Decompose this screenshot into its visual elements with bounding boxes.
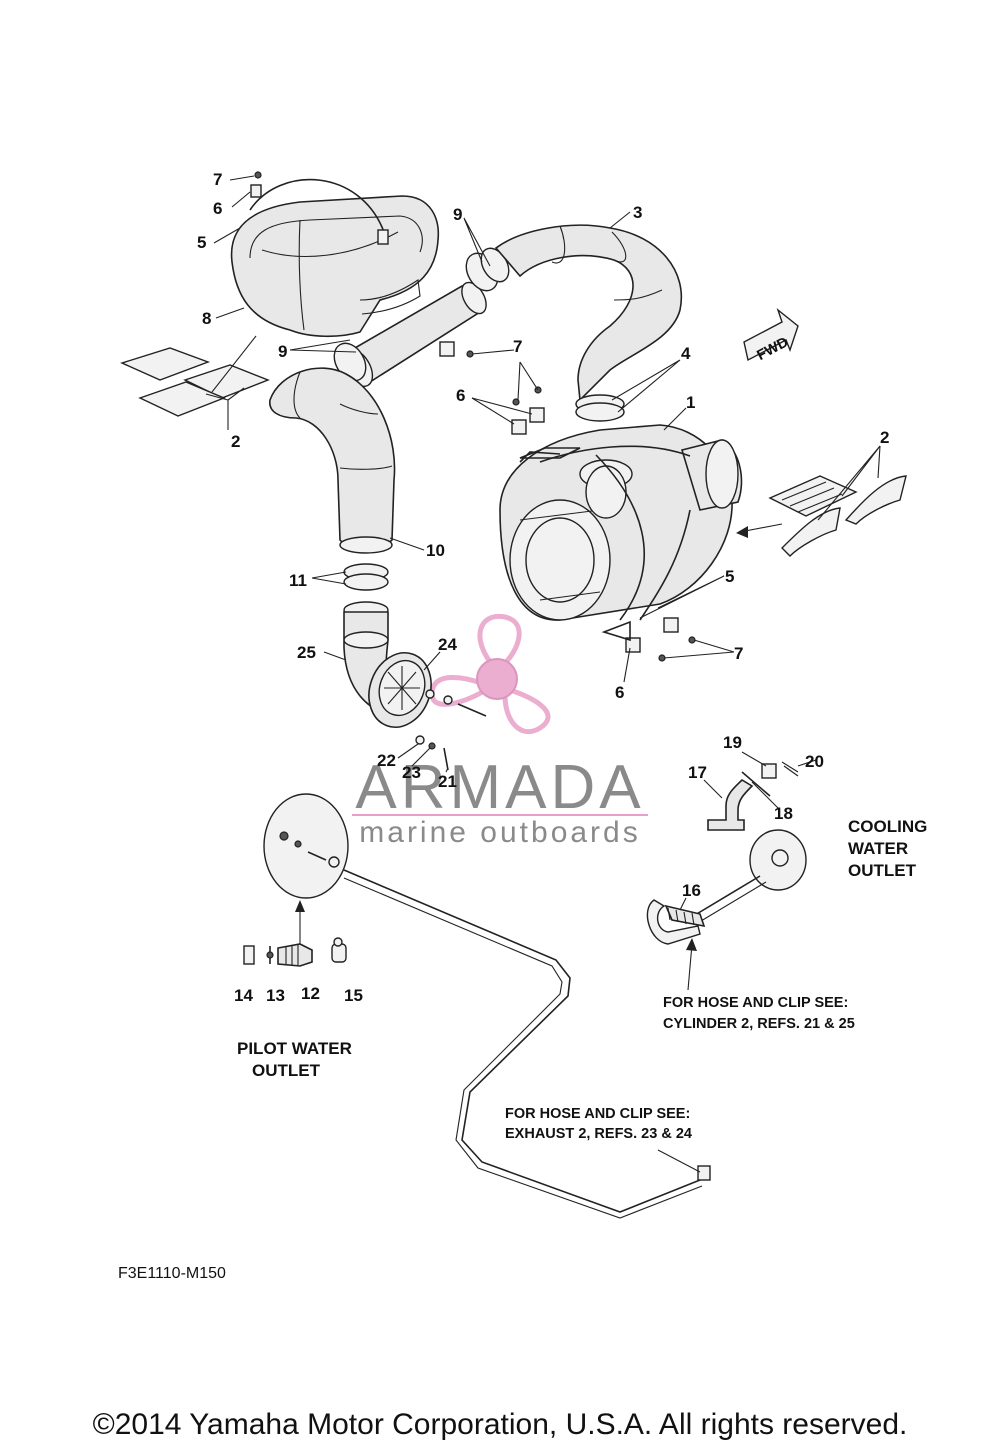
arrow-to-silencer-head (736, 526, 748, 538)
callout-23: 23 (402, 763, 421, 782)
pilot-arrow-head (295, 900, 305, 912)
cooling-label-2: WATER (848, 839, 908, 858)
copyright-footer: ©2014 Yamaha Motor Corporation, U.S.A. A… (92, 1408, 908, 1441)
retaining-cable-top (249, 178, 385, 233)
cooling-arrow (687, 943, 693, 991)
bracket-set-right (601, 617, 696, 662)
callout-15: 15 (344, 986, 363, 1005)
silencer-cover (230, 195, 440, 338)
bent-hose-upper (494, 224, 683, 422)
pilot-label-2: OUTLET (252, 1061, 321, 1080)
callout-13: 13 (266, 986, 285, 1005)
watermark-brand: ARMADA (355, 753, 644, 822)
cooling-label-1: COOLING (848, 817, 927, 836)
callout-12: 12 (301, 984, 320, 1003)
callout-7-top: 7 (213, 170, 222, 189)
callout-1: 1 (686, 393, 695, 412)
pilot-water-hose-inner (343, 877, 703, 1219)
callout-10: 10 (426, 541, 445, 560)
callout-6-mid: 6 (456, 386, 465, 405)
callout-25: 25 (297, 643, 316, 662)
callout-4: 4 (681, 344, 691, 363)
callout-20: 20 (805, 752, 824, 771)
callout-16: 16 (682, 881, 701, 900)
callout-19: 19 (723, 733, 742, 752)
callout-17: 17 (688, 763, 707, 782)
cylinder-note-1: FOR HOSE AND CLIP SEE: (663, 995, 848, 1011)
callout-9-left: 9 (278, 342, 287, 361)
cylinder-note-2: CYLINDER 2, REFS. 21 & 25 (663, 1016, 855, 1032)
screw-top (254, 171, 262, 179)
bracket-top (250, 184, 262, 198)
callout-14: 14 (234, 986, 253, 1005)
pads-right (768, 475, 907, 557)
pilot-water-hose (343, 869, 707, 1213)
callout-6-right: 6 (615, 683, 624, 702)
fwd-arrow: FWD (743, 307, 799, 364)
callout-5-right: 5 (725, 567, 734, 586)
armada-logo (429, 613, 551, 735)
callout-11: 11 (289, 571, 307, 590)
callout-5-top: 5 (197, 233, 206, 252)
drawing-code: F3E1110-M150 (118, 1265, 226, 1282)
callout-21: 21 (438, 772, 457, 791)
silencer-body (499, 424, 743, 621)
exhaust-note-1: FOR HOSE AND CLIP SEE: (505, 1106, 690, 1122)
watermark-tagline: marine outboards (359, 816, 640, 849)
cooling-arrow-head (686, 938, 697, 951)
exhaust-note-2: EXHAUST 2, REFS. 23 & 24 (505, 1126, 692, 1142)
callout-numbers: 7 6 5 8 2 9 9 3 4 1 7 6 2 5 7 6 10 11 25… (197, 170, 889, 1005)
leader-lines (205, 175, 881, 1173)
cooling-label-3: OUTLET (848, 861, 917, 880)
hose-clamps-11 (343, 563, 389, 591)
pads-left (120, 347, 270, 417)
callout-7-mid: 7 (513, 337, 522, 356)
cable-end-top (377, 229, 389, 245)
bent-duct-lower (269, 367, 396, 554)
callout-2-right: 2 (880, 428, 889, 447)
pilot-detail-circle (263, 793, 349, 899)
callout-7-right: 7 (734, 644, 743, 663)
callout-9-top: 9 (453, 205, 462, 224)
callout-18: 18 (774, 804, 793, 823)
callout-8: 8 (202, 309, 211, 328)
callout-3: 3 (633, 203, 642, 222)
pilot-outlet-parts (243, 937, 347, 967)
hose-end-fitting (697, 1165, 711, 1181)
flame-arrester-24 (368, 652, 487, 771)
callout-22: 22 (377, 751, 396, 770)
callout-24: 24 (438, 635, 457, 654)
callout-6-top: 6 (213, 199, 222, 218)
cooling-outlet-parts (646, 761, 807, 945)
bracket-set-middle (439, 341, 581, 463)
callout-2-left: 2 (231, 432, 240, 451)
pilot-label-1: PILOT WATER (237, 1039, 352, 1058)
